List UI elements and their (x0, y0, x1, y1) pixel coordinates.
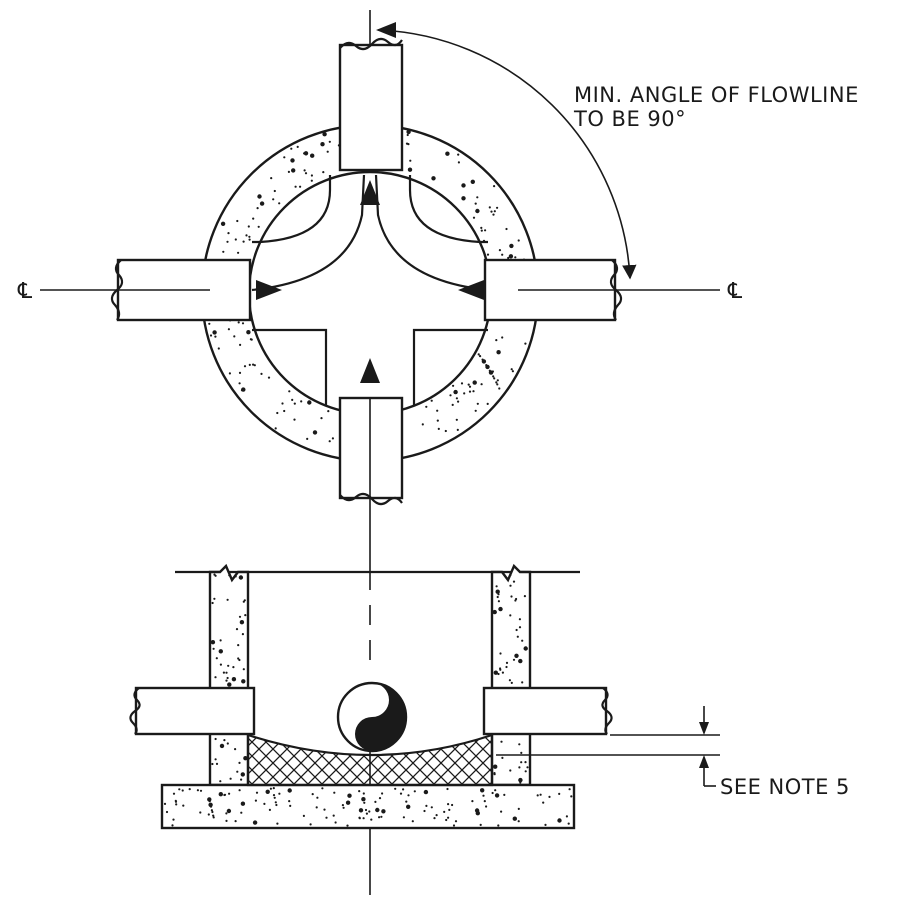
inlet-pipe-bottom (338, 396, 404, 506)
section-pipe-right (482, 686, 613, 736)
outlet-pipe-top (338, 37, 404, 172)
see-note-label: SEE NOTE 5 (720, 775, 850, 799)
flow-arrow-left-inlet (256, 280, 282, 300)
section-pipe-left (129, 686, 256, 736)
flow-arrow-outlet (360, 180, 380, 205)
right-wall (490, 563, 532, 787)
flow-arrows (256, 180, 484, 383)
base-slab (160, 783, 576, 830)
plan-view: ℄ ℄ MIN. ANGLE OF FLOWLINE TO BE 90° (17, 22, 859, 506)
centerline-label-right: ℄ (727, 279, 743, 304)
flow-arrow-bottom-inlet (360, 358, 380, 383)
angle-arrow-start (376, 22, 396, 38)
angle-note-line2: TO BE 90° (573, 107, 686, 131)
flow-channel (251, 174, 489, 405)
section-concrete-stipple (163, 573, 573, 827)
angle-note-line1: MIN. ANGLE OF FLOWLINE (574, 83, 859, 107)
drop-dimension: SEE NOTE 5 (496, 706, 850, 799)
left-wall (208, 563, 250, 787)
angle-dimension: MIN. ANGLE OF FLOWLINE TO BE 90° (376, 22, 859, 280)
outlet-pipe-section (336, 681, 408, 753)
centerline-label-left: ℄ (17, 279, 33, 304)
flow-arrow-right-inlet (458, 280, 484, 300)
section-view: SEE NOTE 5 (129, 563, 850, 830)
centerlines: ℄ ℄ (17, 279, 743, 304)
